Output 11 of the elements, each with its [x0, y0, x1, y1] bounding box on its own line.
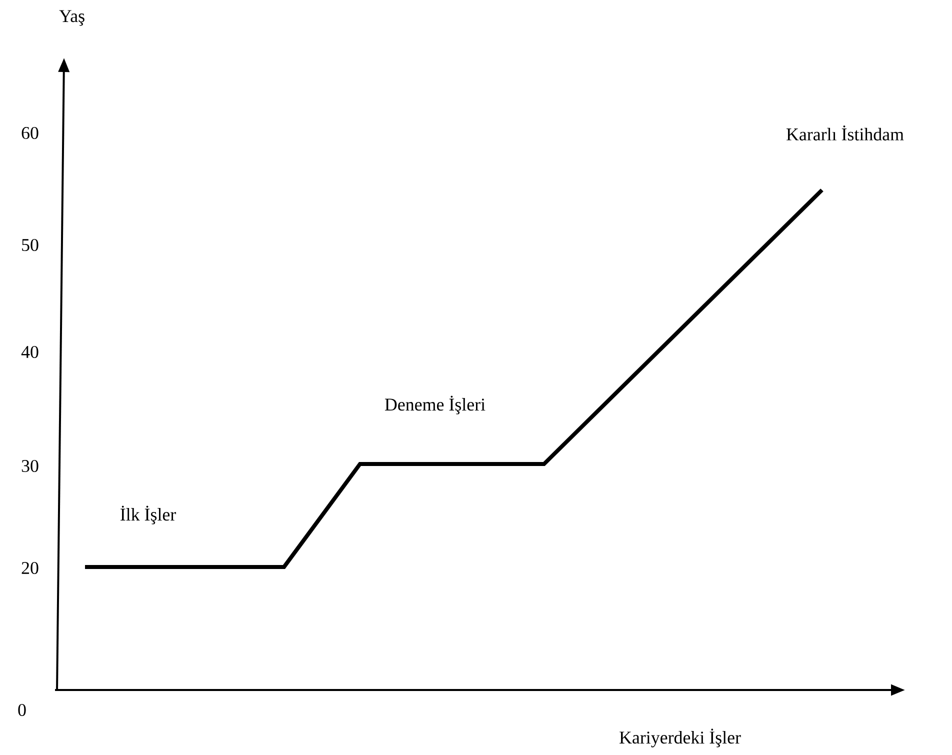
tick-label: 60: [22, 126, 38, 140]
line-label: Kararlı İstihdam: [786, 126, 904, 140]
line-label: Deneme İşleri: [384, 396, 486, 414]
tick-label: 50: [22, 238, 38, 252]
tick-label: 20: [22, 562, 38, 574]
tick-label: 0: [18, 704, 26, 716]
tick-label: 30: [22, 460, 38, 472]
tick-label: 40: [21, 346, 38, 358]
line-label: İlk İşler: [120, 506, 176, 524]
axis-label: Yaş: [59, 10, 84, 26]
axis-label: Kariyerdeki İşler: [620, 728, 741, 748]
